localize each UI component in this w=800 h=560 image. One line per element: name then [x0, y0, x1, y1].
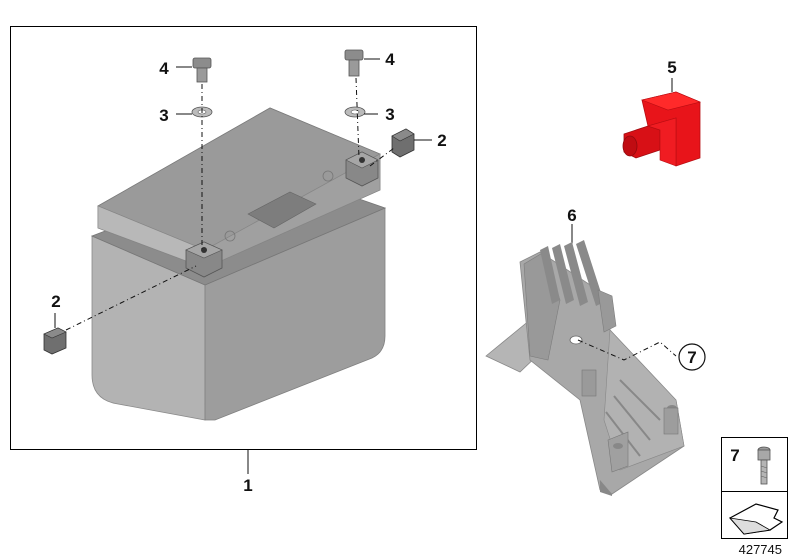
battery-terminal-left	[185, 241, 223, 278]
battery[interactable]	[90, 107, 387, 421]
nut-left[interactable]	[43, 327, 67, 355]
nut-right[interactable]	[391, 128, 415, 158]
battery-holder[interactable]	[485, 240, 685, 496]
label-bolt-right: 4	[385, 50, 395, 69]
terminal-cover[interactable]	[622, 91, 701, 167]
legend-item-label: 7	[730, 446, 739, 465]
assembly-line-right-nut	[369, 147, 395, 167]
assembly-line-left-nut	[65, 265, 197, 331]
label-washer-left: 3	[159, 106, 168, 125]
label-battery: 1	[243, 476, 252, 495]
label-holder: 6	[567, 206, 576, 225]
bolt-left[interactable]	[192, 57, 212, 83]
screw-icon	[757, 446, 771, 485]
label-bolt-left: 4	[159, 59, 169, 78]
circled-reference-7: 7	[678, 343, 706, 371]
label-nut-left: 2	[51, 292, 60, 311]
assembly-line-holder-screw	[577, 339, 677, 361]
legend-box: 7	[721, 437, 788, 539]
assembly-line-right-vertical	[355, 77, 360, 159]
label-nut-right: 2	[437, 131, 446, 150]
bolt-right[interactable]	[344, 49, 364, 77]
direction-arrow-icon	[728, 503, 784, 535]
label-washer-right: 3	[385, 105, 394, 124]
label-terminal-cover: 5	[667, 58, 676, 77]
battery-group-frame	[10, 26, 477, 450]
circled-reference-label: 7	[687, 348, 696, 367]
washer-right[interactable]	[344, 106, 366, 118]
battery-terminal-right	[345, 151, 379, 187]
drawing-number: 427745	[739, 542, 782, 557]
